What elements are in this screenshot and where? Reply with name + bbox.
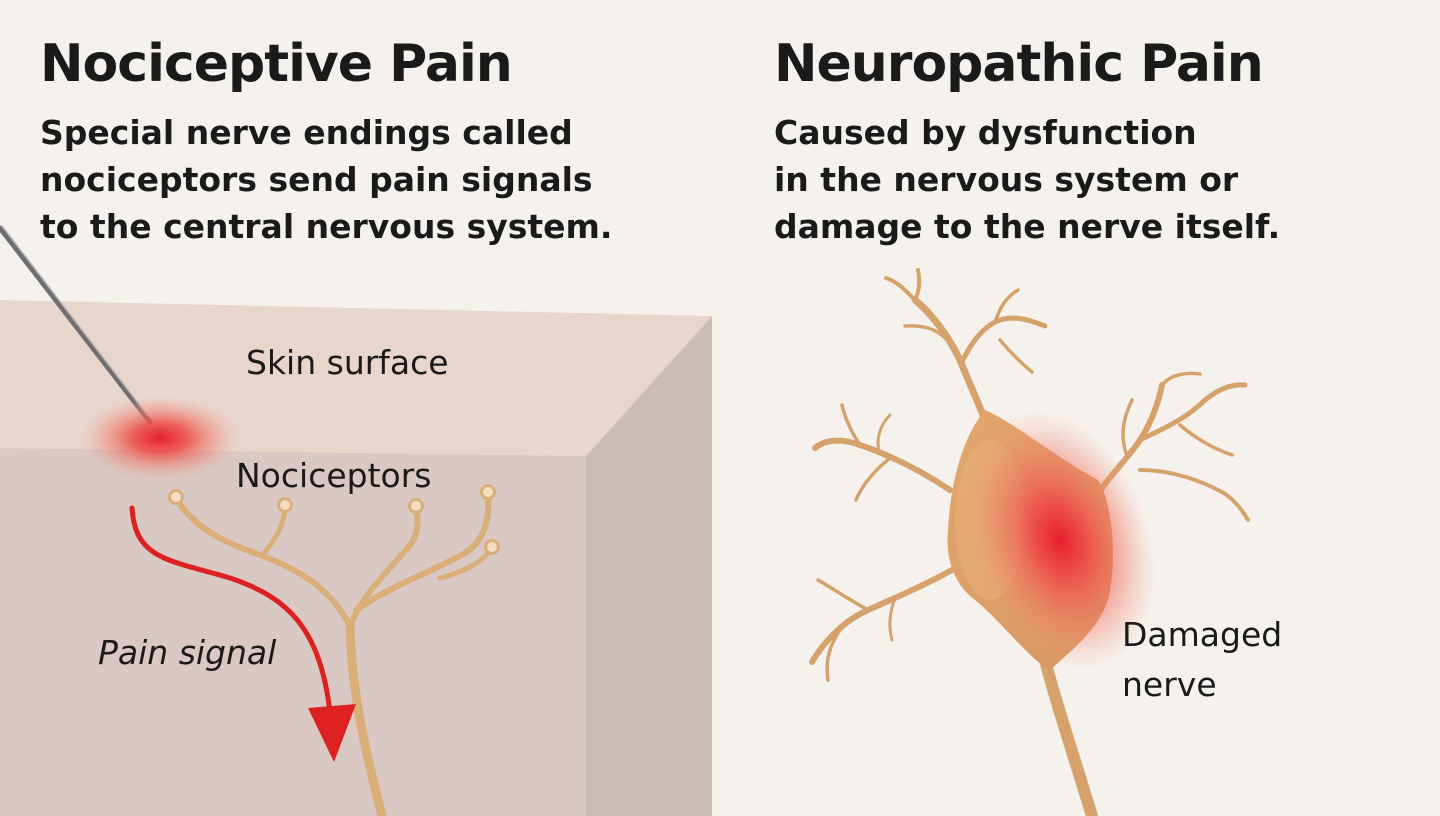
needle-highlight [1,225,149,417]
damaged-nerve-label-line: Damaged [1122,615,1283,654]
neuropathic-description-line: damage to the nerve itself. [774,207,1281,246]
nociceptor-endings [168,484,500,555]
nociceptive-description-line: to the central nervous system. [40,207,613,246]
skin-surface-label: Skin surface [246,343,449,382]
neuropathic-description: Caused by dysfunction in the nervous sys… [774,109,1280,250]
neuron-axon [1039,654,1098,816]
pain-signal-label: Pain signal [98,633,277,672]
needle [0,225,153,425]
skin-block-side [586,316,712,816]
nociceptive-description-line: nociceptors send pain signals [40,160,593,199]
skin-block-front [0,448,586,816]
nociceptors-label: Nociceptors [236,456,432,495]
damaged-nerve-glow [963,409,1157,671]
nociceptive-description-line: Special nerve endings called [40,113,573,152]
nociceptive-title: Nociceptive Pain [40,34,513,94]
damaged-nerve-label-line: nerve [1122,665,1217,704]
nociceptive-description: Special nerve endings called nociceptors… [40,109,612,250]
nociceptor-nerve [173,490,495,816]
pain-signal-arrowhead [308,704,356,762]
neuropathic-description-line: in the nervous system or [774,160,1239,199]
pain-point-glow [80,396,240,480]
damaged-nerve-label: Damaged nerve [1122,610,1282,710]
neuropathic-title: Neuropathic Pain [774,34,1264,94]
pain-signal-arrow [129,505,333,715]
neuropathic-description-line: Caused by dysfunction [774,113,1197,152]
